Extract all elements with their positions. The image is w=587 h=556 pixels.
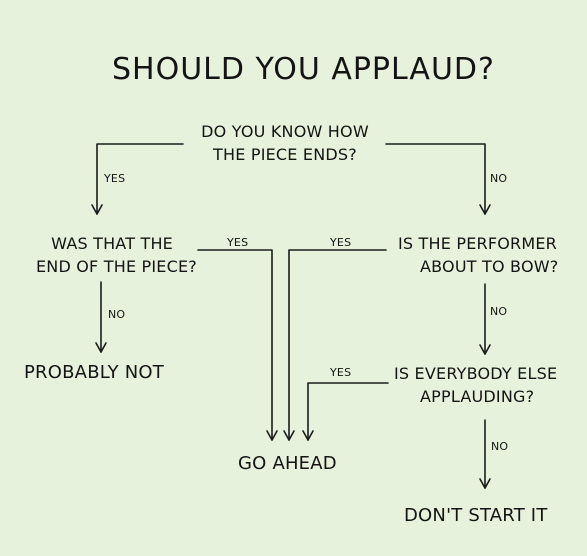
edge-label-applauding-no: NO: [491, 440, 509, 453]
edge-label-start-no: NO: [490, 172, 508, 185]
node-probably-not: PROBABLY NOT: [24, 362, 164, 383]
arrowhead-applauding-no: [479, 478, 491, 489]
node-end-of-piece: WAS THAT THE END OF THE PIECE?: [0, 232, 197, 278]
connector-applauding-yes: [307, 382, 389, 441]
arrowhead-start-no: [479, 204, 491, 215]
node-end-of-piece-line-1: WAS THAT THE: [51, 234, 173, 253]
node-about-to-bow-line-1: IS THE PERFORMER: [398, 234, 557, 253]
edge-label-end-no: NO: [108, 308, 126, 321]
node-start-line-1: DO YOU KNOW HOW: [201, 122, 369, 141]
node-start-line-2: THE PIECE ENDS?: [213, 145, 357, 164]
connector-start-yes: [96, 143, 184, 215]
node-dont-start: DON'T START IT: [404, 505, 548, 526]
connector-start-no: [385, 143, 486, 215]
node-everybody-applauding-line-1: IS EVERYBODY ELSE: [394, 364, 558, 383]
node-everybody-applauding-line-2: APPLAUDING?: [420, 387, 535, 406]
edge-label-applauding-yes: YES: [330, 366, 352, 379]
arrowhead-bow-no: [479, 344, 491, 355]
arrowhead-end-no: [95, 342, 107, 353]
node-everybody-applauding: IS EVERYBODY ELSE APPLAUDING?: [394, 362, 557, 408]
arrowhead-end-yes: [266, 430, 278, 441]
edge-label-bow-no: NO: [490, 305, 508, 318]
edge-label-start-yes: YES: [104, 172, 126, 185]
node-about-to-bow-line-2: ABOUT TO BOW?: [420, 257, 559, 276]
arrowhead-bow-yes: [283, 430, 295, 441]
node-go-ahead: GO AHEAD: [238, 453, 337, 474]
edge-label-bow-yes: YES: [330, 236, 352, 249]
edge-label-end-yes: YES: [227, 236, 249, 249]
chart-title: SHOULD YOU APPLAUD?: [112, 52, 495, 87]
arrowhead-start-yes: [91, 204, 103, 215]
node-start: DO YOU KNOW HOW THE PIECE ENDS?: [180, 120, 390, 166]
node-end-of-piece-line-2: END OF THE PIECE?: [35, 257, 197, 276]
node-about-to-bow: IS THE PERFORMER ABOUT TO BOW?: [398, 232, 558, 278]
connector-bow-yes: [288, 249, 387, 441]
arrowhead-applauding-yes: [302, 430, 314, 441]
connector-end-yes: [197, 249, 273, 441]
